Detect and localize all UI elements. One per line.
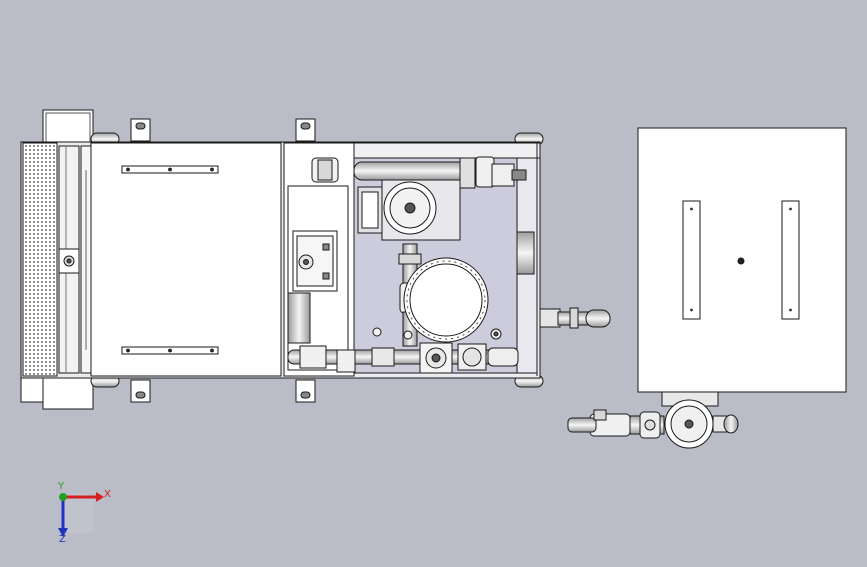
- outlet-pipe: [539, 307, 611, 329]
- bottom-foot: [42, 375, 94, 410]
- lid-rail-left: [682, 200, 701, 320]
- access-cover-panel-left: [90, 142, 282, 377]
- top-handle: [42, 109, 94, 143]
- tank-unit[interactable]: [637, 127, 847, 393]
- circulation-pump[interactable]: [567, 391, 739, 449]
- coordinate-triad: X Y Z: [57, 481, 111, 545]
- mounting-bracket-top-right: [295, 118, 316, 142]
- triad-x-label: X: [104, 489, 111, 500]
- pipe-top: [311, 156, 527, 189]
- mounting-bracket-top-left: [130, 118, 151, 142]
- mounting-bracket-bottom-right: [295, 379, 316, 403]
- pipe-bottom: [287, 342, 519, 374]
- triad-z-label: Z: [59, 534, 66, 545]
- triad-y-label: Y: [57, 481, 65, 492]
- gauge-mount-plate: [292, 230, 338, 292]
- pump-motor: [357, 171, 461, 241]
- lid-center-hole: [737, 257, 745, 265]
- round-tank: [403, 257, 489, 343]
- cover-handle[interactable]: [121, 165, 219, 174]
- lid-rail-right: [781, 200, 800, 320]
- triad-y-axis: [59, 493, 67, 501]
- cover-handle[interactable]: [121, 346, 219, 355]
- motor-housing: [287, 292, 311, 344]
- perforated-filter-panel: [22, 142, 58, 377]
- main-skid-assembly[interactable]: [20, 109, 611, 410]
- mounting-bracket-bottom-left: [130, 379, 151, 403]
